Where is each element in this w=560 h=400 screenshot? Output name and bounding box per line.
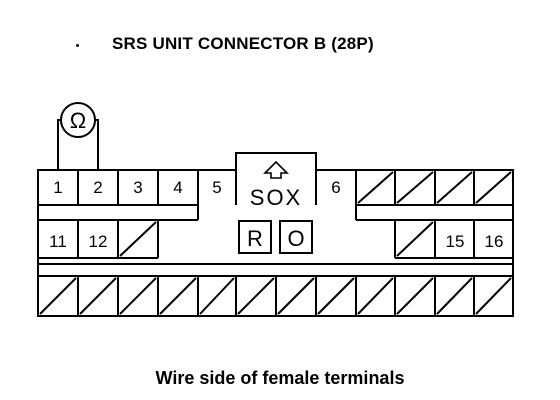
terminal-label: 1 bbox=[53, 178, 62, 197]
terminal-label: 11 bbox=[49, 232, 67, 251]
empty-cavity bbox=[475, 277, 512, 315]
empty-cavity bbox=[475, 171, 512, 204]
lock-tab-r-box bbox=[238, 220, 272, 254]
empty-cavity bbox=[277, 277, 315, 315]
meter-lead-left bbox=[57, 119, 62, 170]
terminal-label: 3 bbox=[133, 178, 142, 197]
lock-tab-o: O bbox=[287, 226, 304, 251]
ohm-symbol: Ω bbox=[70, 108, 86, 133]
terminal-label: 15 bbox=[446, 232, 465, 251]
diagram-caption: Wire side of female terminals bbox=[155, 368, 405, 388]
ohm-icon bbox=[60, 102, 96, 138]
empty-cavity bbox=[237, 277, 275, 315]
terminal-label: 4 bbox=[173, 178, 182, 197]
empty-cavity bbox=[396, 277, 434, 315]
bullet-dot bbox=[76, 44, 79, 47]
empty-cavity bbox=[357, 171, 394, 204]
empty-cavity bbox=[79, 277, 117, 315]
empty-cavity bbox=[317, 277, 355, 315]
up-arrow-icon bbox=[263, 160, 289, 179]
terminal-label: 5 bbox=[212, 178, 221, 197]
terminal-label: 2 bbox=[93, 178, 102, 197]
empty-cavity bbox=[119, 277, 157, 315]
connector-label: SOX bbox=[250, 185, 302, 210]
empty-cavity bbox=[39, 277, 77, 315]
empty-cavity bbox=[436, 171, 473, 204]
empty-cavity bbox=[436, 277, 473, 315]
empty-cavity bbox=[199, 277, 235, 315]
terminal-label: 12 bbox=[89, 232, 108, 251]
empty-cavity bbox=[396, 221, 434, 257]
meter-lead-right bbox=[95, 119, 99, 170]
lock-tab-o-box bbox=[279, 220, 313, 254]
empty-cavity bbox=[357, 277, 394, 315]
empty-cavity bbox=[396, 171, 434, 204]
empty-cavity bbox=[119, 221, 157, 257]
lock-tab-r: R bbox=[247, 226, 263, 251]
empty-cavity bbox=[159, 277, 197, 315]
diagram-title: SRS UNIT CONNECTOR B (28P) bbox=[112, 34, 374, 53]
terminal-label: 6 bbox=[331, 178, 340, 197]
terminal-label: 16 bbox=[485, 232, 504, 251]
